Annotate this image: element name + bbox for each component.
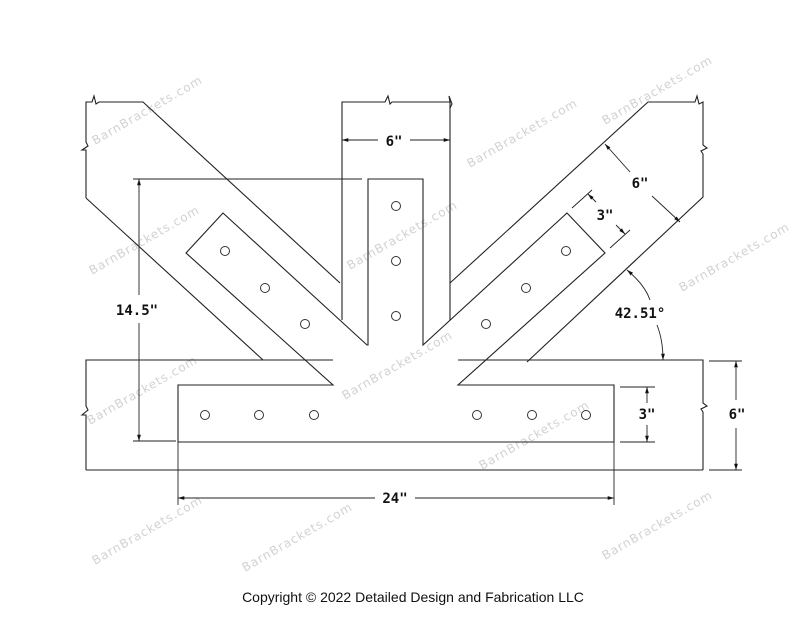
bolt-hole xyxy=(581,410,591,420)
watermarks: BarnBrackets.com BarnBrackets.com BarnBr… xyxy=(85,53,793,575)
watermark: BarnBrackets.com xyxy=(677,220,793,295)
dimension-post-width: 6" xyxy=(342,134,450,150)
beam-timber xyxy=(80,359,709,471)
left-brace-timber xyxy=(80,94,341,361)
bolt-hole xyxy=(527,410,537,420)
bracket-plate xyxy=(177,178,615,443)
dimension-brace-plate: 3" xyxy=(571,189,631,249)
angle-label: 42.51° xyxy=(615,306,666,322)
dimension-brace-width: 6" xyxy=(604,143,681,223)
brace-plate-width-label: 3" xyxy=(597,208,614,224)
watermark: BarnBrackets.com xyxy=(340,328,456,403)
watermark: BarnBrackets.com xyxy=(90,493,206,568)
beam-height-label: 6" xyxy=(729,407,746,423)
bolt-hole xyxy=(391,311,401,321)
plate-length-label: 24" xyxy=(382,491,407,507)
bolt-hole xyxy=(521,283,531,293)
copyright-text: Copyright © 2022 Detailed Design and Fab… xyxy=(242,589,584,605)
bolt-hole xyxy=(472,410,482,420)
bolt-hole xyxy=(481,319,491,329)
bolt-hole xyxy=(391,256,401,266)
bolt-hole xyxy=(260,283,270,293)
dimension-height: 14.5" xyxy=(116,178,362,442)
brace-width-label: 6" xyxy=(632,176,649,192)
dimension-angle: 42.51° xyxy=(615,269,666,361)
bolt-hole xyxy=(300,319,310,329)
plate-height-label: 3" xyxy=(639,407,656,423)
dimension-plate-height: 3" xyxy=(620,386,656,443)
dimension-beam-height: 6" xyxy=(709,360,746,471)
bolt-hole xyxy=(309,410,319,420)
bolt-hole xyxy=(561,246,571,256)
bolt-hole xyxy=(200,410,210,420)
watermark: BarnBrackets.com xyxy=(600,488,716,563)
post-timber xyxy=(341,94,453,320)
watermark: BarnBrackets.com xyxy=(600,53,716,128)
dimension-plate-length: 24" xyxy=(177,442,615,507)
post-width-label: 6" xyxy=(386,134,403,150)
right-brace-timber xyxy=(449,94,709,363)
watermark: BarnBrackets.com xyxy=(477,398,593,473)
bolt-holes xyxy=(200,201,591,420)
bolt-hole xyxy=(254,410,264,420)
watermark: BarnBrackets.com xyxy=(85,353,201,428)
bolt-hole xyxy=(391,201,401,211)
bolt-hole xyxy=(220,246,230,256)
watermark: BarnBrackets.com xyxy=(90,73,206,148)
watermark: BarnBrackets.com xyxy=(345,198,461,273)
watermark: BarnBrackets.com xyxy=(465,96,581,171)
watermark: BarnBrackets.com xyxy=(240,500,356,575)
height-label: 14.5" xyxy=(116,303,158,319)
